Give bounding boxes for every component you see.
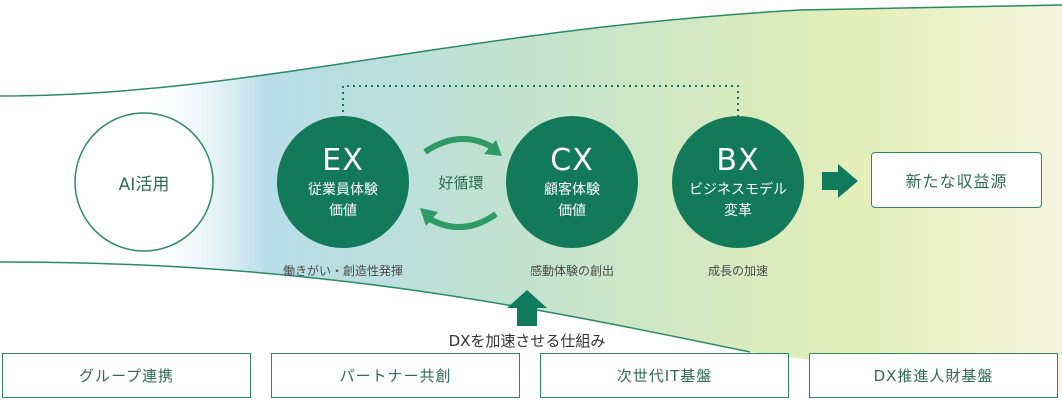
foundation-item-talent: DX推進人財基盤 bbox=[809, 353, 1058, 398]
cx-circle bbox=[506, 116, 638, 248]
foundation-item-label: DX推進人財基盤 bbox=[873, 367, 994, 385]
cycle-arrowhead-bottom bbox=[420, 208, 438, 226]
cycle-arrowhead-top bbox=[484, 140, 502, 156]
foundation-item-it: 次世代IT基盤 bbox=[540, 353, 789, 398]
ex-title: EX bbox=[322, 143, 364, 178]
bx-sub2: 変革 bbox=[724, 203, 752, 219]
cycle-arrow-top bbox=[423, 135, 496, 155]
foundation-item-label: パートナー共創 bbox=[339, 367, 452, 385]
cx-sub2: 価値 bbox=[558, 203, 586, 219]
foundation-arrow-head bbox=[507, 290, 547, 308]
bx-title: BX bbox=[716, 143, 760, 178]
foundation-item-partner: パートナー共創 bbox=[271, 353, 520, 398]
result-label: 新たな収益源 bbox=[905, 172, 1008, 191]
foundation-item-label: 次世代IT基盤 bbox=[616, 367, 713, 385]
ex-caption: 働きがい・創造性発揮 bbox=[282, 264, 403, 278]
cycle-arrow-bottom bbox=[426, 211, 498, 231]
bx-sub1: ビジネスモデル bbox=[689, 182, 787, 198]
foundation-item-group: グループ連携 bbox=[2, 353, 251, 398]
ai-label: AI活用 bbox=[118, 175, 170, 195]
foundation-item-label: グループ連携 bbox=[78, 367, 175, 385]
cx-sub1: 顧客体験 bbox=[544, 182, 600, 198]
bx-circle bbox=[672, 116, 804, 248]
foundation-arrow-shaft bbox=[517, 306, 537, 326]
result-box: 新たな収益源 bbox=[871, 152, 1042, 208]
foundation-label: DXを加速させる仕組み bbox=[448, 332, 606, 350]
ex-sub2: 価値 bbox=[329, 203, 357, 219]
ex-circle bbox=[277, 116, 409, 248]
cx-caption: 感動体験の創出 bbox=[529, 264, 614, 278]
ai-circle bbox=[74, 112, 214, 252]
dotted-connector bbox=[342, 85, 739, 118]
ex-sub1: 従業員体験 bbox=[308, 182, 378, 198]
result-arrow-head bbox=[838, 164, 858, 198]
bx-caption: 成長の加速 bbox=[707, 264, 768, 278]
cycle-label: 好循環 bbox=[438, 174, 484, 192]
funnel-bottom-edge bbox=[0, 261, 751, 353]
result-arrow-shaft bbox=[822, 172, 840, 190]
funnel-top-edge bbox=[0, 4, 1062, 97]
cx-title: CX bbox=[550, 143, 594, 178]
